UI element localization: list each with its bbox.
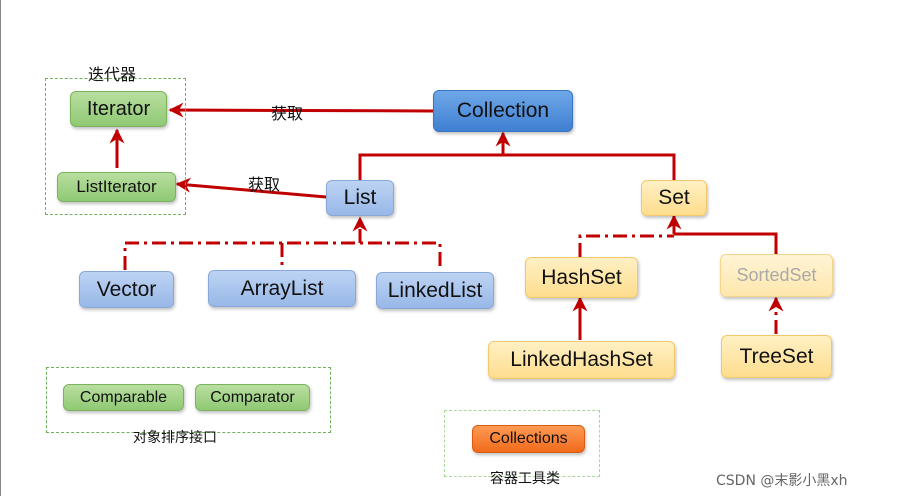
sortedset-node: SortedSet: [720, 254, 833, 297]
hashset-node: HashSet: [525, 257, 638, 298]
get-label-collection: 获取: [271, 104, 304, 123]
linkedhashset-node: LinkedHashSet: [488, 341, 675, 379]
iterator-node: Iterator: [70, 91, 167, 127]
comparable-node: Comparable: [63, 384, 184, 411]
treeset-node: TreeSet: [721, 335, 832, 378]
left-border-line: [0, 0, 1, 496]
edge-list-to-listiterator: [175, 177, 327, 199]
list-node: List: [326, 180, 394, 216]
get-label-list: 获取: [248, 175, 281, 194]
edge-list-set-bracket: [358, 153, 676, 180]
edge-collection-to-iterator: [168, 102, 434, 118]
arraylist-node: ArrayList: [208, 270, 356, 307]
tools-group-label: 容器工具类: [490, 471, 560, 487]
collections-node: Collections: [472, 425, 585, 453]
iterator-group-box: [45, 78, 186, 215]
vector-node: Vector: [79, 271, 174, 308]
edge-sortedset-to-set: [674, 232, 778, 254]
linkedlist-node: LinkedList: [376, 272, 494, 309]
sort-group-box: [46, 367, 331, 433]
collection-node: Collection: [433, 90, 573, 132]
edge-list-impl-bracket: [123, 241, 442, 270]
edge-hashset-to-set: [578, 234, 674, 257]
tools-group-box: [444, 410, 600, 477]
comparator-node: Comparator: [195, 384, 310, 411]
list-iterator-node: ListIterator: [57, 172, 176, 202]
set-node: Set: [641, 180, 707, 216]
iterator-group-label: 迭代器: [88, 65, 137, 84]
csdn-watermark: CSDN @末影小黑xh: [716, 473, 848, 489]
sort-group-label: 对象排序接口: [133, 430, 217, 446]
